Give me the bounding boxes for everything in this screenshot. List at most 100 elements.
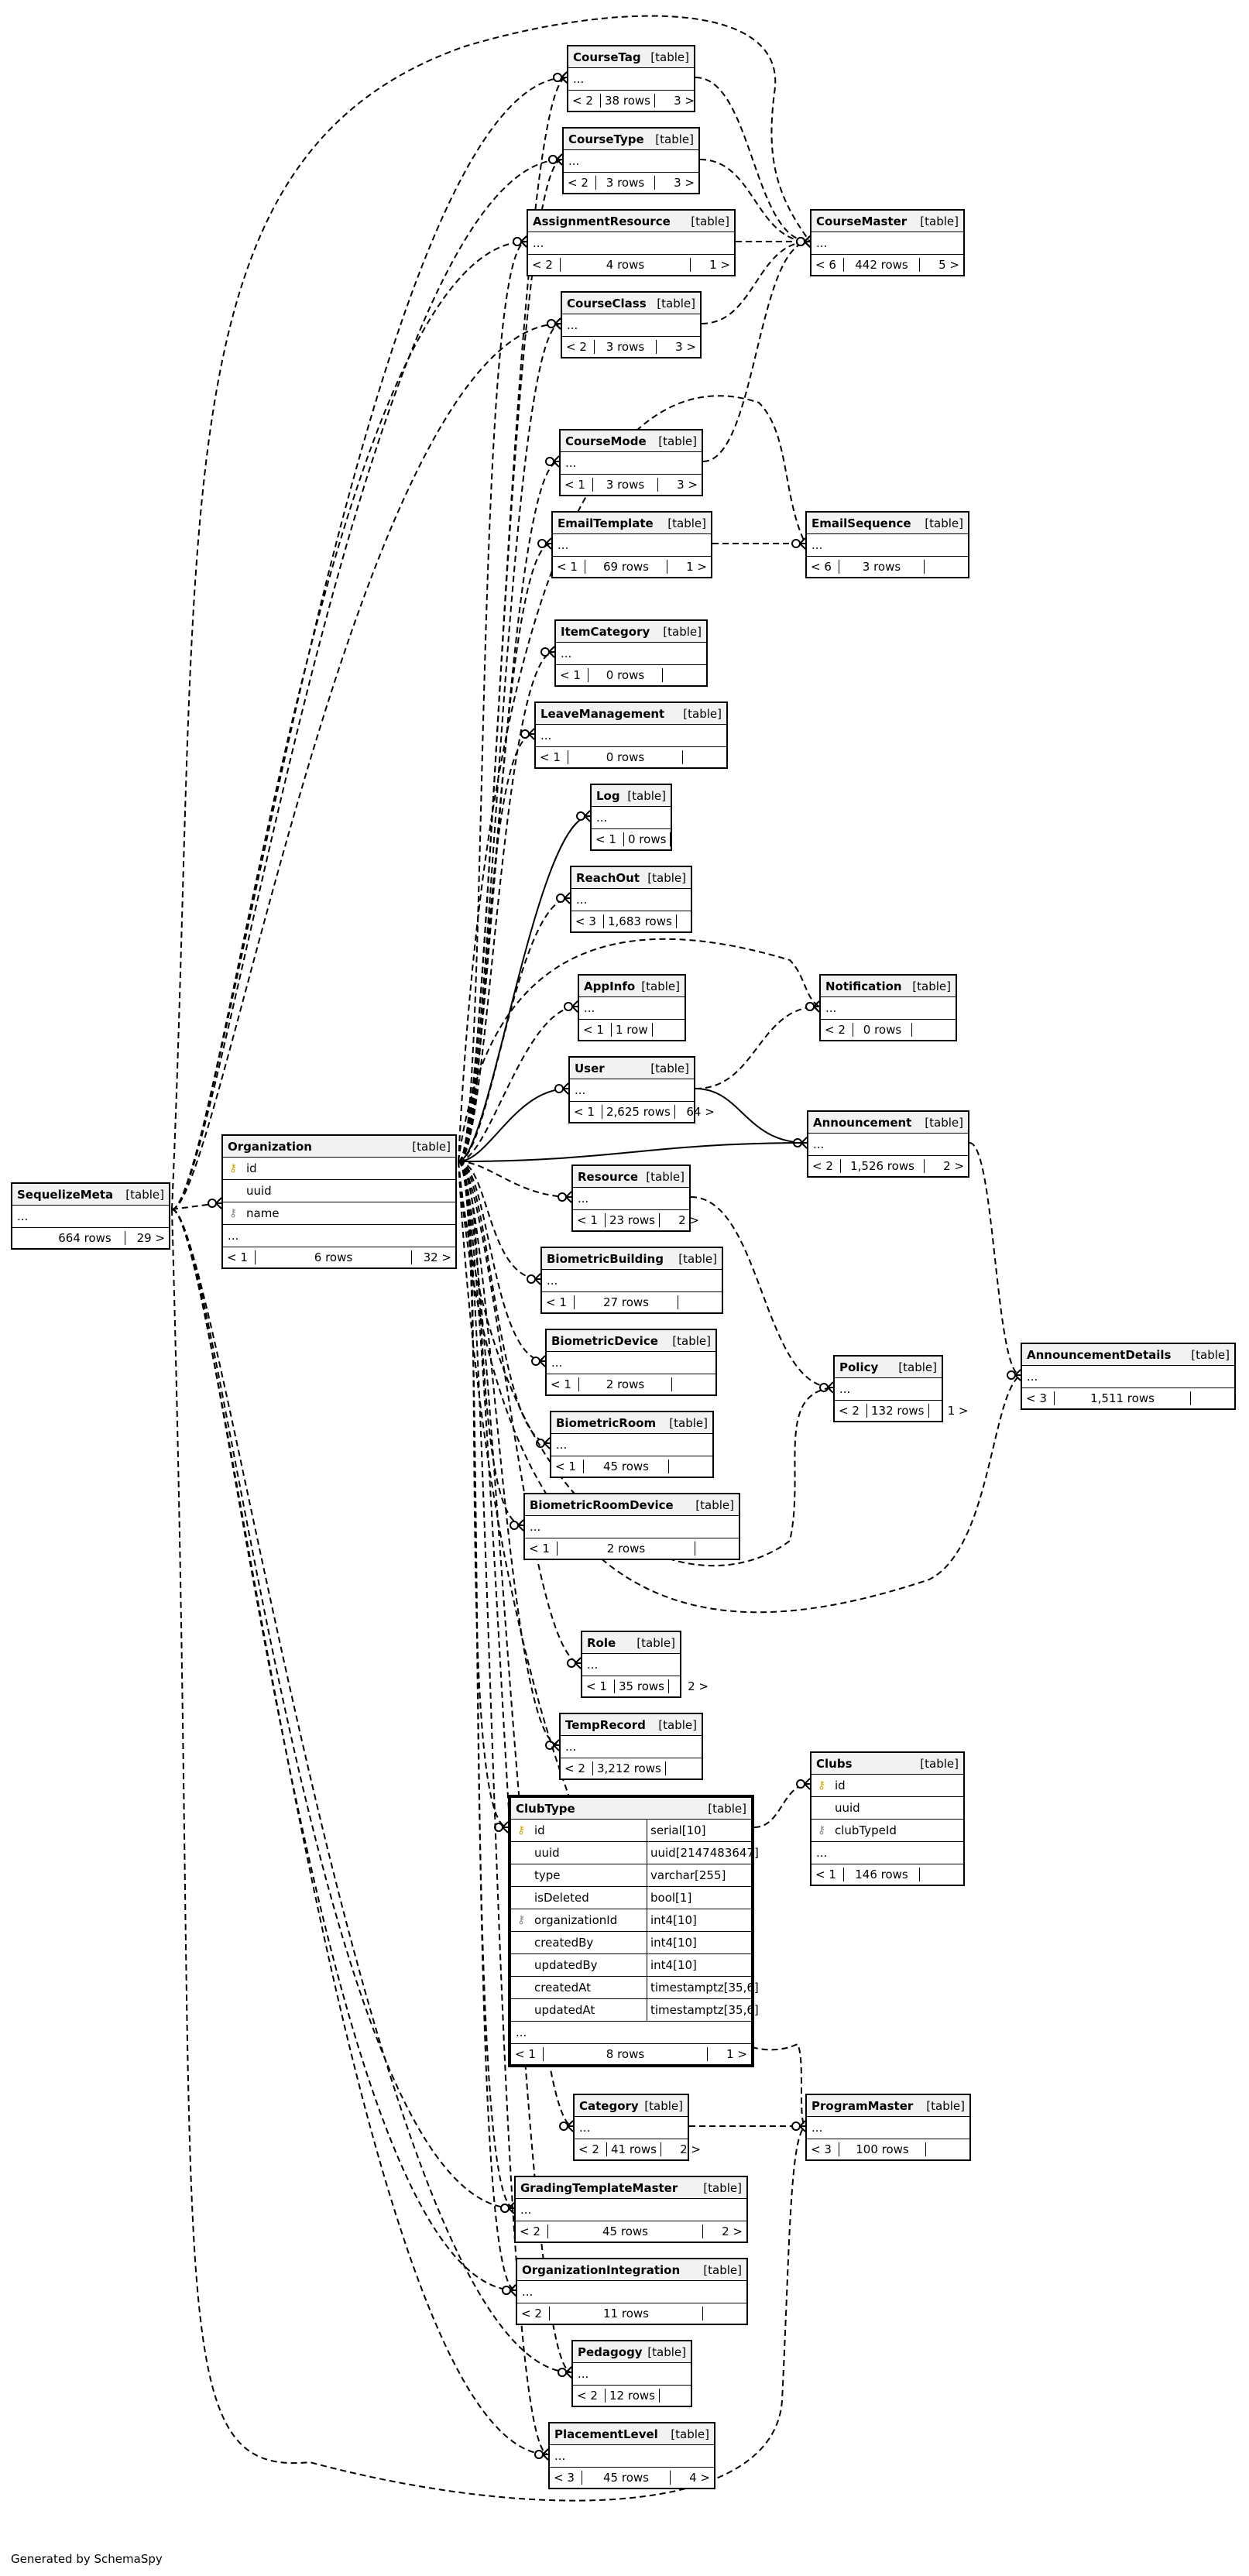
parents-link[interactable]: < 2 <box>573 2389 606 2403</box>
column-name[interactable]: updatedBy <box>534 1958 598 1972</box>
children-link[interactable]: 32 > <box>423 1250 451 1264</box>
parents-link[interactable]: < 1 <box>547 1377 579 1391</box>
column-name[interactable]: uuid <box>835 1801 860 1815</box>
column-name[interactable]: id <box>534 1823 545 1837</box>
column-name[interactable]: organizationId <box>534 1913 618 1927</box>
table-name[interactable]: AssignmentResource <box>533 214 671 228</box>
table-name[interactable]: BiometricDevice <box>551 1333 658 1348</box>
parents-link[interactable]: < 3 <box>571 914 604 928</box>
children-link[interactable]: 2 > <box>722 2224 743 2238</box>
parents-link[interactable]: < 2 <box>808 1159 841 1173</box>
table-name[interactable]: ClubType <box>516 1801 575 1816</box>
parents-link[interactable]: < 1 <box>556 668 588 682</box>
table-name[interactable]: BiometricRoom <box>556 1415 657 1430</box>
table-name[interactable]: Role <box>587 1635 616 1650</box>
children-link[interactable]: 4 > <box>689 2471 710 2485</box>
table-name[interactable]: Policy <box>839 1360 879 1374</box>
children-link[interactable]: 3 > <box>674 176 695 190</box>
table-name[interactable]: Notification <box>825 979 902 993</box>
table-name[interactable]: CourseClass <box>567 296 647 310</box>
children-link[interactable]: 2 > <box>678 1213 699 1227</box>
table-name[interactable]: TempRecord <box>565 1717 646 1732</box>
parents-link[interactable]: < 2 <box>575 2142 607 2156</box>
parents-link[interactable]: < 3 <box>1022 1391 1055 1405</box>
children-link[interactable]: 64 > <box>686 1105 715 1119</box>
table-name[interactable]: Category <box>579 2098 639 2113</box>
column-name[interactable]: createdAt <box>534 1981 592 1995</box>
children-link[interactable]: 1 > <box>686 560 707 574</box>
table-name[interactable]: BiometricBuilding <box>547 1251 664 1266</box>
table-name[interactable]: Pedagogy <box>578 2344 643 2359</box>
parents-link[interactable]: < 1 <box>525 1542 558 1556</box>
parents-link[interactable]: < 3 <box>550 2471 582 2485</box>
column-name[interactable]: isDeleted <box>534 1891 589 1905</box>
table-name[interactable]: CourseTag <box>573 50 641 64</box>
column-name[interactable]: uuid <box>534 1846 560 1860</box>
children-link[interactable]: 1 > <box>709 258 730 272</box>
parents-link[interactable]: < 3 <box>807 2142 839 2156</box>
table-name[interactable]: PlacementLevel <box>554 2427 658 2441</box>
table-name[interactable]: SequelizeMeta <box>17 1187 114 1202</box>
children-link[interactable]: 2 > <box>943 1159 964 1173</box>
table-name[interactable]: CourseMaster <box>816 214 908 228</box>
table-name[interactable]: ReachOut <box>576 870 640 885</box>
table-name[interactable]: EmailTemplate <box>558 516 654 530</box>
table-name[interactable]: LeaveManagement <box>540 706 665 721</box>
parents-link[interactable]: < 1 <box>223 1250 256 1264</box>
column-name[interactable]: id <box>246 1161 257 1175</box>
children-link[interactable]: 29 > <box>136 1231 165 1245</box>
table-name[interactable]: GradingTemplateMaster <box>520 2180 678 2195</box>
children-link[interactable]: 1 > <box>726 2047 747 2061</box>
parents-link[interactable]: < 2 <box>517 2307 550 2320</box>
children-link[interactable]: 3 > <box>674 94 695 108</box>
parents-link[interactable]: < 1 <box>592 832 624 846</box>
table-name[interactable]: EmailSequence <box>812 516 911 530</box>
table-name[interactable]: ProgramMaster <box>812 2098 914 2113</box>
column-name[interactable]: createdBy <box>534 1936 594 1950</box>
parents-link[interactable]: < 1 <box>536 750 568 764</box>
parents-link[interactable]: < 1 <box>553 560 585 574</box>
children-link[interactable]: 2 > <box>680 2142 701 2156</box>
table-name[interactable]: BiometricRoomDevice <box>530 1497 674 1512</box>
parents-link[interactable]: < 1 <box>579 1023 612 1037</box>
column-name[interactable]: clubTypeId <box>835 1823 897 1837</box>
parents-link[interactable]: < 2 <box>568 94 601 108</box>
parents-link[interactable]: < 2 <box>562 340 595 354</box>
table-name[interactable]: OrganizationIntegration <box>522 2262 681 2277</box>
parents-link[interactable]: < 1 <box>570 1105 602 1119</box>
table-name[interactable]: User <box>575 1061 605 1075</box>
parents-link[interactable]: < 6 <box>812 258 844 272</box>
column-name[interactable]: name <box>246 1206 280 1220</box>
table-name[interactable]: Organization <box>228 1139 312 1154</box>
table-name[interactable]: AppInfo <box>584 979 636 993</box>
